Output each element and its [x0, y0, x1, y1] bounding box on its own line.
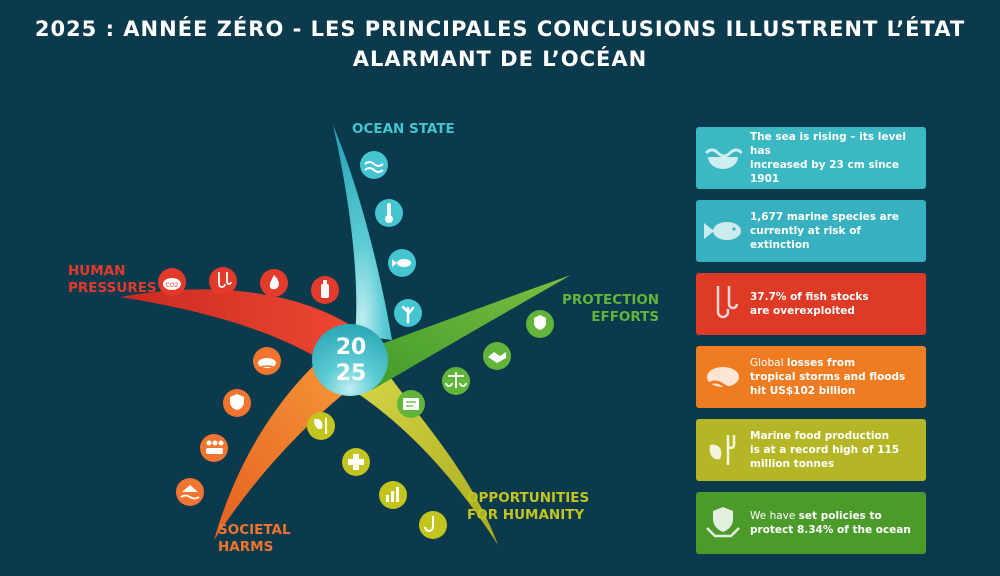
fact-card-text: We have set policies to protect 8.34% of…: [750, 509, 921, 537]
label-opportunities: OPPORTUNITIES FOR HUMANITY: [467, 490, 589, 524]
label-societal-line2: HARMS: [218, 539, 274, 555]
flood-icon: [176, 478, 204, 506]
fact-line: tropical storms and floods: [750, 371, 906, 383]
svg-text:CO2: CO2: [166, 282, 179, 289]
label-human-line2: PRESSURES: [68, 280, 157, 296]
label-protection-efforts: PROTECTION EFFORTS: [562, 292, 659, 326]
hook-icon: [419, 511, 447, 539]
fact-line-part: We have: [750, 510, 799, 522]
fact-card-text: 1,677 marine species are currently at ri…: [750, 210, 926, 252]
label-human-pressures: HUMAN PRESSURES: [68, 263, 157, 297]
fishing-hooks-icon: [209, 267, 237, 295]
fact-line-highlight: losses from: [786, 357, 856, 369]
fact-line: Marine food production: [750, 430, 890, 442]
fact-line: protect 8.34% of the ocean: [750, 524, 911, 536]
arm-ocean-state: [333, 125, 392, 340]
center-year-top: 20: [335, 335, 367, 360]
coral-icon: [394, 299, 422, 327]
thermometer-icon: [375, 199, 403, 227]
fact-card-text: The sea is rising – its level has increa…: [750, 130, 926, 186]
food-icon: [696, 419, 750, 481]
fact-line: is at a record high of 115: [750, 444, 900, 456]
fact-line: currently at risk of extinction: [750, 224, 916, 252]
handshake-icon: [483, 342, 511, 370]
fact-card-species: 1,677 marine species are currently at ri…: [696, 200, 926, 262]
storm-icon: [696, 346, 750, 408]
shield-hands-icon: [696, 492, 750, 554]
center-year-bottom: 25: [335, 361, 367, 386]
shield-icon: [223, 389, 251, 417]
fact-card-food-production: Marine food production is at a record hi…: [696, 419, 926, 481]
fire-icon: [260, 269, 288, 297]
label-protection-line2: EFFORTS: [591, 309, 660, 325]
fact-card-text: 37.7% of fish stocks are overexploited: [750, 290, 879, 318]
waves-icon: [696, 127, 750, 189]
fact-line: hit US$102 billion: [750, 385, 856, 397]
label-human-line1: HUMAN: [68, 263, 126, 279]
fact-line: Global losses from: [750, 356, 905, 370]
center-year: 20 25: [322, 335, 380, 387]
fact-card-text: Global losses from tropical storms and f…: [750, 356, 915, 398]
arm-human-pressures: [120, 289, 350, 372]
fact-line: 1,677 marine species are: [750, 211, 900, 223]
storm-icon: [253, 347, 281, 375]
fact-line-part: currently at: [750, 225, 824, 237]
fact-line: 37.7% of fish stocks: [750, 291, 869, 303]
fact-card-storm-losses: Global losses from tropical storms and f…: [696, 346, 926, 408]
shield-hands-icon: [526, 310, 554, 338]
arm-protection: [365, 275, 571, 390]
arm-opportunities: [345, 360, 498, 545]
money-chart-icon: [379, 481, 407, 509]
label-societal-line1: SOCIETAL: [218, 522, 291, 538]
fact-line: The sea is rising – its level has: [750, 131, 907, 157]
arm-societal-harms: [214, 350, 358, 540]
label-protection-line1: PROTECTION: [562, 292, 660, 308]
scales-icon: [442, 367, 470, 395]
fishing-hooks-icon: [696, 273, 750, 335]
fact-card-text: Marine food production is at a record hi…: [750, 429, 909, 471]
label-opportunities-line1: OPPORTUNITIES: [467, 490, 590, 506]
page-title: 2025 : ANNÉE ZÉRO - LES PRINCIPALES CONC…: [34, 17, 966, 71]
fact-line: We have set policies to: [750, 509, 911, 523]
fact-line: million tonnes: [750, 458, 835, 470]
label-ocean-state: OCEAN STATE: [352, 121, 455, 137]
document-icon: [397, 390, 425, 418]
fact-line: are overexploited: [750, 305, 855, 317]
co2-cloud-icon: CO2: [158, 268, 186, 296]
fact-line: increased by 23 cm since 1901: [750, 159, 899, 185]
fish-icon: [696, 200, 750, 262]
food-icon: [307, 412, 335, 440]
fact-card-sea-level: The sea is rising – its level has increa…: [696, 127, 926, 189]
plastic-bottle-icon: [311, 276, 339, 304]
fact-line-highlight: set policies to: [798, 510, 882, 522]
label-societal-harms: SOCIETAL HARMS: [218, 522, 291, 556]
fact-line-part: Global: [750, 357, 787, 369]
fact-line-highlight: risk of extinction: [750, 225, 861, 251]
fish-icon: [388, 249, 416, 277]
health-cross-icon: [342, 448, 370, 476]
label-opportunities-line2: FOR HUMANITY: [467, 507, 585, 523]
center-blob: [312, 324, 388, 396]
fact-card-protection-policies: We have set policies to protect 8.34% of…: [696, 492, 926, 554]
people-icon: [200, 434, 228, 462]
waves-icon: [360, 151, 388, 179]
fact-card-fish-stocks: 37.7% of fish stocks are overexploited: [696, 273, 926, 335]
